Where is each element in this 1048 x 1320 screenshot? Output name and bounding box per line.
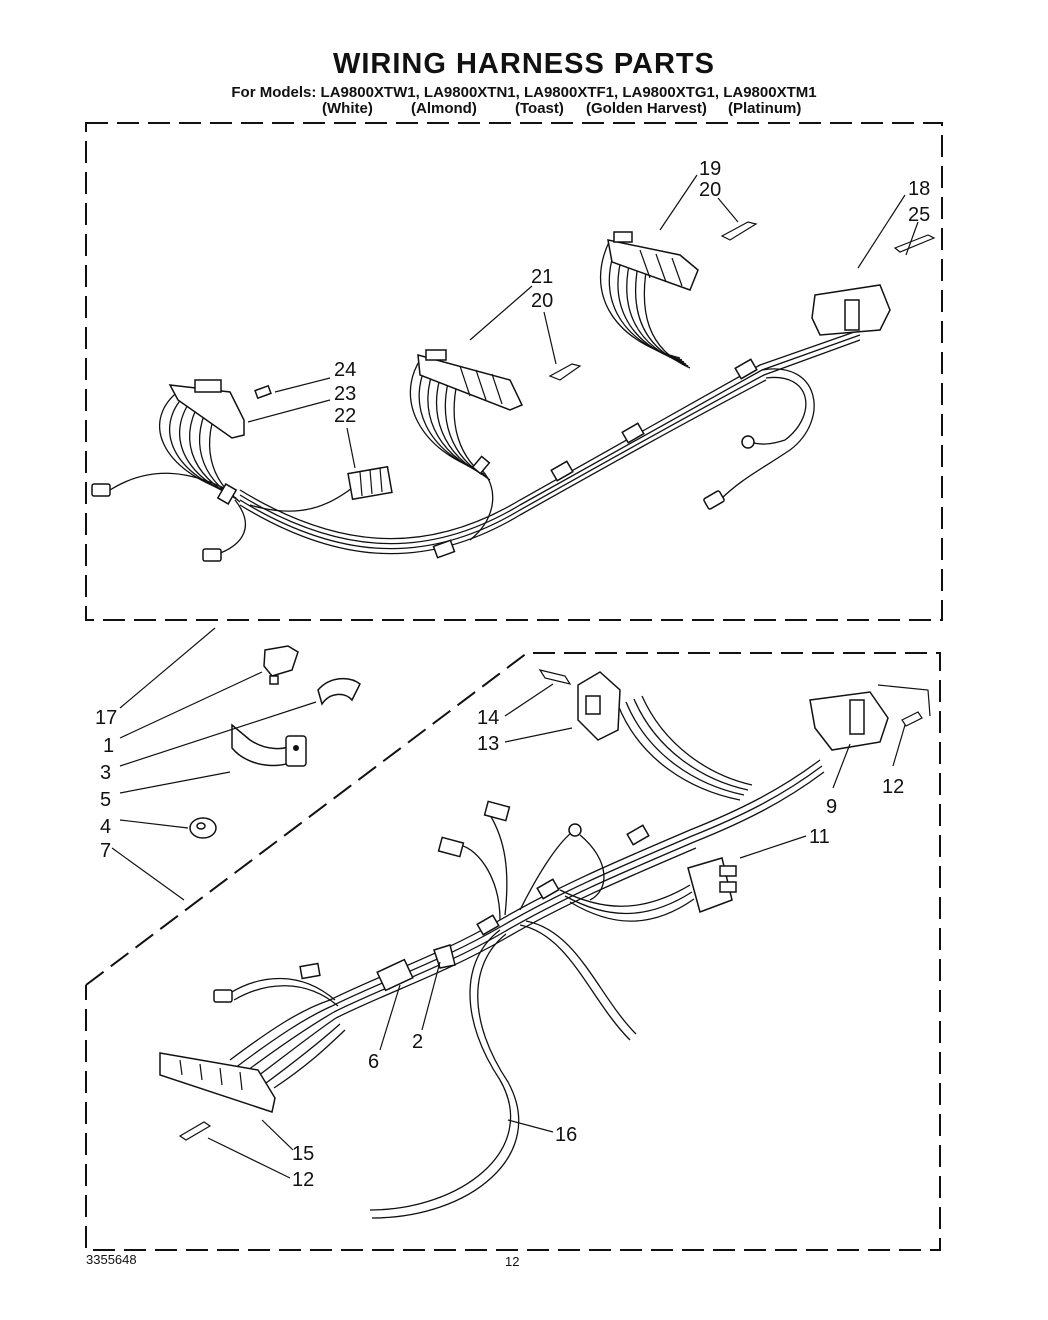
callout-numbers: 19 20 18 25 21 20 24 23 22 17 1 3 5 4 7 … bbox=[95, 158, 930, 1191]
upper-harness bbox=[91, 221, 936, 562]
variant-toast: (Toast) bbox=[515, 100, 564, 117]
callout-1: 1 bbox=[103, 735, 114, 757]
document-number: 3355648 bbox=[86, 1252, 137, 1267]
callout-12-a: 12 bbox=[882, 776, 904, 798]
lower-harness bbox=[159, 669, 931, 1219]
callout-18: 18 bbox=[908, 178, 930, 200]
callout-20-a: 20 bbox=[699, 179, 721, 201]
callout-20-b: 20 bbox=[531, 290, 553, 312]
variant-golden-harvest: (Golden Harvest) bbox=[586, 100, 707, 117]
callout-6: 6 bbox=[368, 1051, 379, 1073]
callout-3: 3 bbox=[100, 762, 111, 784]
model-list: For Models: LA9800XTW1, LA9800XTN1, LA98… bbox=[231, 84, 817, 101]
callout-25: 25 bbox=[908, 204, 930, 226]
callout-12-b: 12 bbox=[292, 1169, 314, 1191]
callout-22: 22 bbox=[334, 405, 356, 427]
leader-lines bbox=[111, 174, 919, 1179]
callout-16: 16 bbox=[555, 1124, 577, 1146]
upper-harness-frame bbox=[85, 122, 943, 621]
callout-9: 9 bbox=[826, 796, 837, 818]
callout-23: 23 bbox=[334, 383, 356, 405]
variant-white: (White) bbox=[322, 100, 373, 117]
variant-almond: (Almond) bbox=[411, 100, 477, 117]
callout-17: 17 bbox=[95, 707, 117, 729]
callout-13: 13 bbox=[477, 733, 499, 755]
page-title: WIRING HARNESS PARTS bbox=[333, 48, 715, 80]
callout-14: 14 bbox=[477, 707, 499, 729]
callout-7: 7 bbox=[100, 840, 111, 862]
callout-5: 5 bbox=[100, 789, 111, 811]
clamp-part-3 bbox=[317, 677, 361, 706]
clip-part-2 bbox=[433, 944, 456, 969]
lower-harness-frame bbox=[85, 652, 941, 1251]
variant-platinum: (Platinum) bbox=[728, 100, 802, 117]
callout-19: 19 bbox=[699, 158, 721, 180]
loose-parts bbox=[189, 645, 361, 839]
callout-24: 24 bbox=[334, 359, 356, 381]
callout-4: 4 bbox=[100, 816, 111, 838]
callout-11: 11 bbox=[809, 826, 830, 848]
page-number: 12 bbox=[505, 1254, 520, 1269]
callout-15: 15 bbox=[292, 1143, 314, 1165]
callout-21: 21 bbox=[531, 266, 553, 288]
clip-part-1 bbox=[263, 645, 299, 677]
callout-2: 2 bbox=[412, 1031, 423, 1053]
